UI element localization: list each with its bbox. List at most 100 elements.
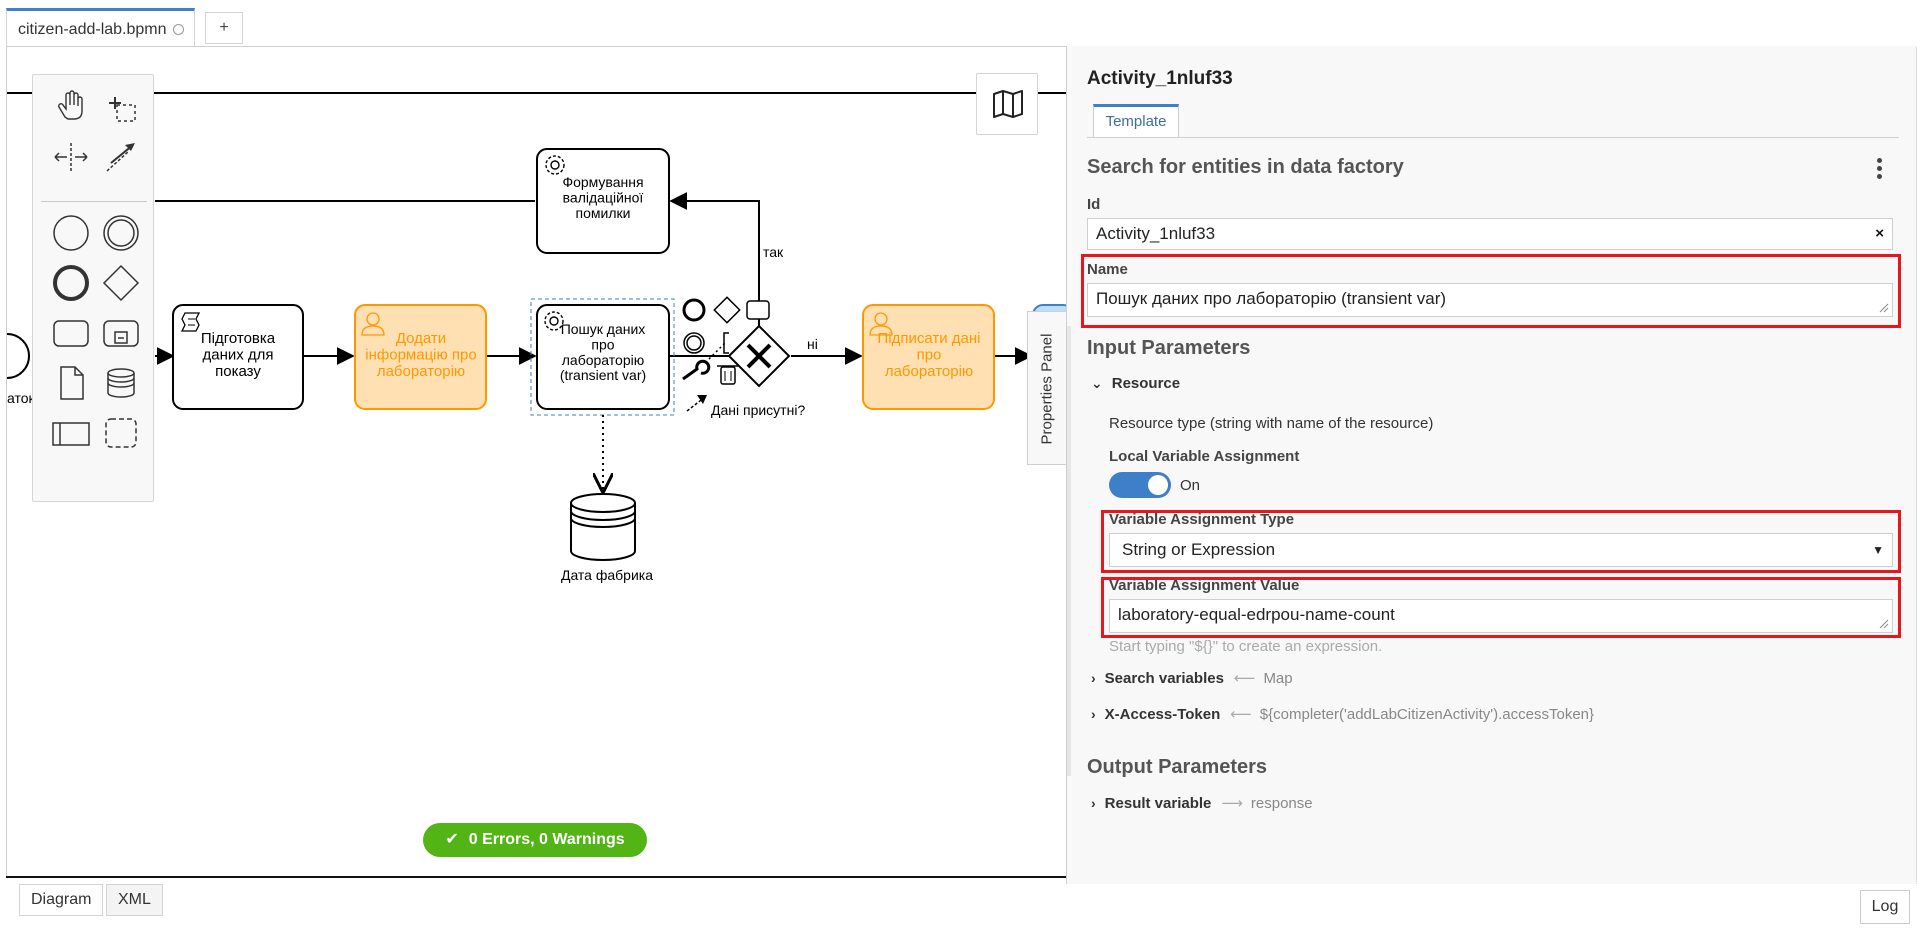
label-line: інформацію про <box>365 347 476 364</box>
variable-type-value: String or Expression <box>1122 540 1276 559</box>
search-variables-label: Search variables <box>1104 670 1224 687</box>
start-event[interactable] <box>7 333 30 379</box>
tab-diagram[interactable]: Diagram <box>19 884 104 916</box>
clear-id-icon[interactable]: × <box>1875 225 1884 242</box>
connector-arrow-icon[interactable] <box>686 395 707 412</box>
data-store-icon[interactable] <box>99 361 143 405</box>
script-icon <box>180 312 201 332</box>
variable-value: laboratory-equal-edrpou-name-count <box>1118 605 1395 624</box>
gateway-label: Дані присутні? <box>711 402 805 418</box>
trash-icon[interactable] <box>717 365 739 385</box>
label-line: Підписати дані <box>877 330 980 347</box>
tab-template[interactable]: Template <box>1093 104 1179 137</box>
arrow-right-icon: ⟶ <box>1221 795 1243 812</box>
group-icon[interactable] <box>99 411 143 455</box>
properties-panel-toggle-label: Properties Panel <box>1038 333 1056 445</box>
label-line: лабораторію <box>885 363 973 380</box>
label-line: (transient var) <box>560 367 646 383</box>
search-variables-toggle[interactable]: › Search variables ⟵ Map <box>1091 669 1293 687</box>
label-line: про <box>591 336 614 352</box>
name-textarea[interactable]: Пошук даних про лабораторію (transient v… <box>1087 283 1893 317</box>
panel-resize-handle[interactable] <box>1067 326 1071 776</box>
caret-down-icon: ▼ <box>1872 543 1884 557</box>
wrench-icon[interactable] <box>682 359 711 381</box>
end-event-icon[interactable] <box>49 261 93 305</box>
log-button[interactable]: Log <box>1860 890 1910 924</box>
label-line: Пошук даних <box>561 321 646 337</box>
data-object-icon[interactable] <box>49 361 93 405</box>
tab-xml[interactable]: XML <box>106 884 163 916</box>
append-end-event-icon[interactable] <box>682 298 706 322</box>
minimap-toggle-button[interactable] <box>976 73 1038 135</box>
element-title: Activity_1nluf33 <box>1087 68 1233 89</box>
expression-hint: Start typing "${}" to create an expressi… <box>1109 638 1383 655</box>
linting-status-badge[interactable]: ✔0 Errors, 0 Warnings <box>423 823 647 857</box>
result-variable-toggle[interactable]: ›Result variable⟶response <box>1091 794 1313 812</box>
toggle-state-label: On <box>1180 477 1201 494</box>
text-annotation-icon[interactable] <box>723 332 729 354</box>
append-gateway-icon[interactable] <box>713 296 741 324</box>
append-task-icon[interactable] <box>746 300 770 320</box>
subprocess-icon[interactable] <box>99 311 143 355</box>
data-store-label: Дата фабрика <box>561 567 653 583</box>
more-options-icon[interactable] <box>1874 158 1884 182</box>
hand-tool-icon[interactable] <box>49 85 93 129</box>
chevron-right-icon: › <box>1091 706 1096 722</box>
access-token-label: X-Access-Token <box>1104 706 1221 723</box>
label-line: помилки <box>576 205 631 221</box>
map-icon <box>993 90 1023 118</box>
id-input[interactable]: Activity_1nluf33 × <box>1087 218 1893 250</box>
intermediate-event-icon[interactable] <box>99 211 143 255</box>
variable-type-label: Variable Assignment Type <box>1109 511 1295 528</box>
gateway-data-present[interactable] <box>727 324 791 388</box>
data-store-factory[interactable]: Дата фабрика <box>561 493 653 583</box>
variable-type-select[interactable]: String or Expression ▼ <box>1109 533 1893 567</box>
label-line: показу <box>215 363 261 380</box>
lasso-tool-icon[interactable] <box>99 85 143 129</box>
arrow-left-icon: ⟵ <box>1230 706 1252 723</box>
gear-icon <box>545 155 565 175</box>
arrow-left-icon: ⟵ <box>1233 670 1256 687</box>
user-icon <box>361 312 385 336</box>
chevron-right-icon: › <box>1091 670 1096 686</box>
resize-grip-icon[interactable] <box>1879 303 1889 313</box>
start-event-icon[interactable] <box>49 211 93 255</box>
context-pad[interactable] <box>682 296 770 412</box>
search-variables-value: Map <box>1263 670 1293 687</box>
palette-separator <box>41 201 147 202</box>
variable-value-label: Variable Assignment Value <box>1109 577 1300 594</box>
space-tool-icon[interactable] <box>49 135 93 179</box>
tab-citizen-add-lab[interactable]: citizen-add-lab.bpmn <box>6 8 195 46</box>
properties-panel: Activity_1nluf33 Template Search for ent… <box>1066 46 1917 884</box>
pool-icon[interactable] <box>49 411 93 455</box>
resource-description: Resource type (string with name of the r… <box>1109 415 1434 432</box>
task-icon[interactable] <box>49 311 93 355</box>
tab-bar: citizen-add-lab.bpmn + <box>0 0 1917 46</box>
resource-toggle[interactable]: ⌄Resource <box>1091 375 1180 392</box>
template-title: Search for entities in data factory <box>1087 156 1404 178</box>
properties-panel-toggle[interactable]: Properties Panel <box>1027 311 1067 465</box>
connect-icon[interactable] <box>708 342 726 360</box>
variable-value-textarea[interactable]: laboratory-equal-edrpou-name-count <box>1109 599 1893 633</box>
flow-yes[interactable] <box>669 192 760 326</box>
name-value: Пошук даних про лабораторію (transient v… <box>1096 289 1447 308</box>
gateway-icon[interactable] <box>99 261 143 305</box>
resize-grip-icon[interactable] <box>1879 619 1889 629</box>
label-line: Підготовка <box>201 330 276 347</box>
chevron-right-icon: › <box>1091 795 1096 811</box>
access-token-toggle[interactable]: ›X-Access-Token⟵${completer('addLabCitiz… <box>1091 705 1594 723</box>
global-connect-tool-icon[interactable] <box>99 135 143 179</box>
add-tab-button[interactable]: + <box>205 12 243 44</box>
local-variable-toggle[interactable] <box>1109 472 1171 498</box>
check-icon: ✔ <box>445 831 459 848</box>
chevron-down-icon: ⌄ <box>1091 375 1103 391</box>
